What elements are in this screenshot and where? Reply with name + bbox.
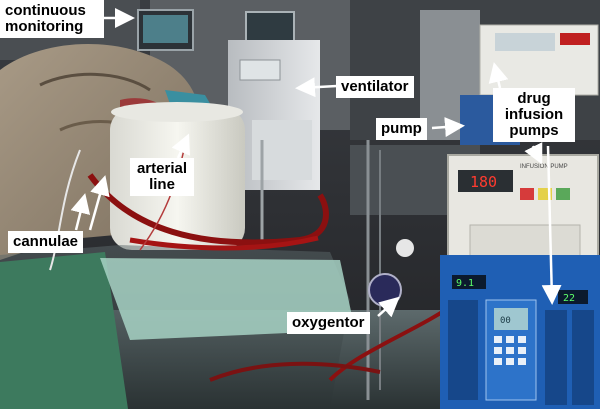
monitor-cable xyxy=(49,149,81,271)
oxygenator-fitting xyxy=(396,239,414,257)
label-continuous-monitoring: continuous monitoring xyxy=(0,0,104,38)
pump-key-red xyxy=(520,188,534,200)
pump-module-left xyxy=(448,300,478,400)
pump-module-right-1 xyxy=(545,310,567,405)
ventilator-screen xyxy=(245,11,295,43)
label-oxygentor: oxygentor xyxy=(287,312,370,334)
rack-display-1-value: 9.1 xyxy=(456,278,474,289)
pump-keypad xyxy=(494,336,526,365)
label-cannulae: cannulae xyxy=(8,231,84,253)
pump-controller-value: 00 xyxy=(500,316,511,326)
blood-tubing-2 xyxy=(129,235,319,251)
label-drug-infusion-pumps-text: drug infusion pumps xyxy=(504,90,564,139)
oxygenator-body xyxy=(368,273,402,307)
blood-tubing-4 xyxy=(209,361,381,382)
fleece-shade xyxy=(39,72,151,92)
infusion-brand: INFUSION PUMP xyxy=(520,164,568,170)
top-pump-indicator xyxy=(560,33,590,45)
label-pump: pump xyxy=(376,118,427,140)
pump-controller-screen xyxy=(494,308,528,330)
rack-display-2-value: 22 xyxy=(563,293,575,304)
tank-lid xyxy=(111,102,243,122)
label-arterial-line-text: arterial line xyxy=(136,160,188,193)
pump-key-green xyxy=(556,188,570,200)
rack-display-1 xyxy=(452,275,486,289)
pump-key-yellow xyxy=(538,188,552,200)
infusion-display-bg xyxy=(458,170,513,192)
top-pump-display xyxy=(495,33,555,51)
monitor-display xyxy=(143,15,188,43)
blood-tubing-1 xyxy=(87,173,329,246)
label-ventilator: ventilator xyxy=(336,76,414,98)
rack-display-2 xyxy=(558,290,588,304)
pump-module-right-2 xyxy=(572,310,594,405)
ventilator-panel xyxy=(239,59,281,81)
infusion-display-value: 180 xyxy=(470,173,497,191)
label-arterial-line: arterial line xyxy=(130,158,194,196)
label-continuous-monitoring-text: continuous monitoring xyxy=(5,2,86,35)
green-drape xyxy=(0,252,128,409)
label-drug-infusion-pumps: drug infusion pumps xyxy=(493,88,575,142)
